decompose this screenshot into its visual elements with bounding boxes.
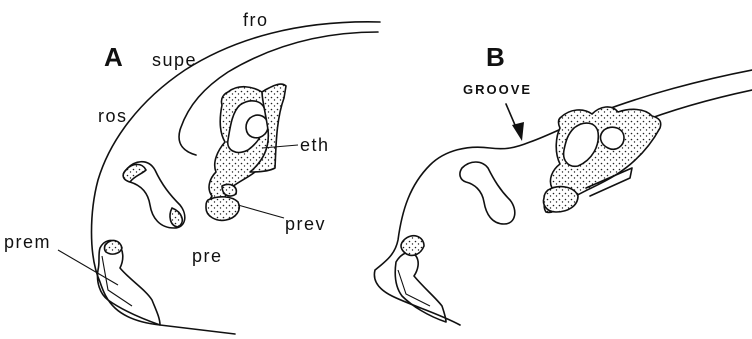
prevomer-piece-a (222, 184, 236, 196)
label-groove: GROOVE (463, 82, 532, 97)
panel-label-a: A (104, 42, 123, 72)
groove-arrow-head (512, 122, 524, 141)
prevomer-b (544, 187, 579, 212)
label-prem: prem (4, 232, 51, 252)
rostral-stipple-a2 (170, 208, 182, 227)
rostral-stipple-a (123, 164, 146, 182)
leader-prem-a (58, 250, 118, 285)
premaxilla-stipple-a (105, 241, 123, 255)
panel-b: B GROOVE (374, 42, 752, 325)
label-pre: pre (192, 246, 223, 266)
label-prev: prev (285, 214, 326, 234)
label-ros: ros (98, 106, 128, 126)
label-fro: fro (243, 10, 269, 30)
label-eth: eth (300, 135, 330, 155)
label-supe: supe (152, 50, 197, 70)
panel-label-b: B (486, 42, 505, 72)
prevomer-a (206, 197, 239, 221)
panel-a: A fro supe ros eth prem prev pre (4, 10, 380, 334)
premaxilla-stipple-b (401, 236, 424, 256)
ethmoid-hole-a (246, 115, 268, 138)
leader-prev-a (238, 205, 284, 218)
ethmoid-hole-b (601, 127, 624, 149)
rostral-bone-b (460, 162, 515, 224)
premaxilla-b (395, 253, 446, 322)
